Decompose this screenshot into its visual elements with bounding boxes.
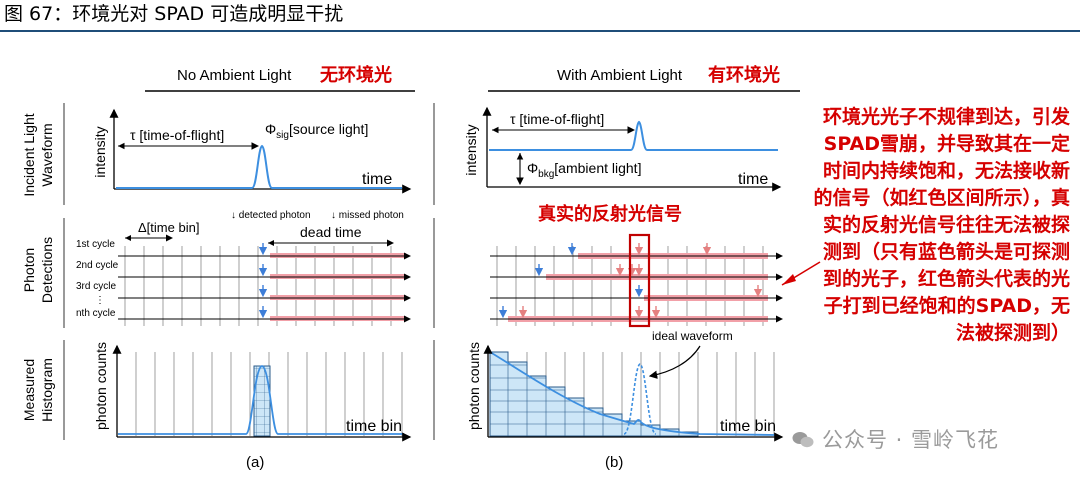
row-label-histogram: Measured Histogram: [21, 358, 55, 422]
ambient-plus-signal-curve: [489, 120, 778, 151]
panel-b-detections: 真实的反射光信号: [490, 203, 821, 328]
wechat-icon: [792, 432, 814, 448]
svg-text:Waveform: Waveform: [39, 123, 55, 186]
time-axis-label-a: time: [362, 171, 392, 188]
photon-counts-axis-label-a: photon counts: [93, 342, 109, 430]
svg-text:Incident Light: Incident Light: [21, 113, 37, 196]
svg-text:Measured: Measured: [21, 359, 37, 421]
title-divider: [0, 30, 1080, 32]
svg-text:Detections: Detections: [39, 237, 55, 303]
panel-a-detections: Δ[time bin] ↓ detected photon ↓ missed p…: [76, 210, 411, 326]
tau-label-b: τ [time-of-flight]: [510, 111, 604, 127]
cycle-label-2: 2nd cycle: [76, 260, 119, 271]
watermark-text: 公众号 · 雪岭飞花: [822, 428, 1000, 452]
annotation-cn: 环境光光子不规律到达，引发SPAD雪崩，并导致其在一定时间内持续饱和，无法接收新…: [813, 106, 1070, 344]
row-label-detections: Photon Detections: [21, 237, 55, 303]
histogram-curve-a: [118, 365, 404, 435]
tau-label-a: τ [time-of-flight]: [130, 127, 224, 143]
real-signal-label-cn: 真实的反射光信号: [538, 203, 682, 224]
cycle-label-1: 1st cycle: [76, 239, 115, 250]
panel-b-histogram: photon counts ideal waveform t: [466, 329, 784, 471]
intensity-axis-label: intensity: [92, 126, 108, 177]
panel-b-header-en: With Ambient Light: [557, 67, 683, 84]
ideal-waveform-curve: [623, 363, 657, 435]
delta-time-bin-label: Δ[time bin]: [138, 220, 199, 235]
cycle-label-3: 3rd cycle: [76, 281, 116, 292]
panel-a-header-en: No Ambient Light: [177, 67, 292, 84]
photon-counts-axis-label-b: photon counts: [466, 342, 482, 430]
time-bin-axis-label-b: time bin: [720, 418, 776, 435]
watermark: 公众号 · 雪岭飞花: [792, 424, 999, 454]
time-axis-label-b: time: [738, 171, 768, 188]
panel-a-histogram: photon counts time bin (a): [93, 342, 412, 471]
panel-a-label: (a): [246, 454, 264, 471]
legend-detected-photon: ↓ detected photon: [231, 210, 311, 221]
panel-b-label: (b): [605, 454, 623, 471]
panel-b-waveform: intensity τ [time-of-flight] Φbkg[ambien…: [463, 106, 782, 192]
phi-bkg-label: Φbkg[ambient light]: [527, 160, 641, 180]
ideal-waveform-label: ideal waveform: [652, 329, 733, 343]
legend-missed-photon: ↓ missed photon: [331, 210, 404, 221]
panel-a-header-cn: 无环境光: [320, 64, 392, 85]
svg-text:Histogram: Histogram: [39, 358, 55, 422]
row-label-waveform: Incident Light Waveform: [21, 113, 55, 196]
real-signal-highlight-box: [628, 233, 651, 328]
cycle-label-n: nth cycle: [76, 308, 116, 319]
phi-sig-label: Φsig[source light]: [265, 121, 368, 141]
histogram-decay-bars: [489, 351, 699, 437]
panel-b-header-cn: 有环境光: [708, 64, 780, 85]
dead-time-label: dead time: [300, 224, 362, 240]
cycle-ellipsis: ⋮: [95, 295, 105, 306]
time-bin-axis-label-a: time bin: [346, 418, 402, 435]
signal-pulse-curve: [116, 144, 402, 189]
svg-text:intensity: intensity: [463, 124, 479, 175]
figure-title: 图 67：环境光对 SPAD 可造成明显干扰: [4, 3, 344, 25]
histogram-decay-curve: [489, 351, 777, 436]
panel-a-waveform: intensity τ [time-of-flight] Φsig[source…: [92, 108, 412, 194]
svg-text:Photon: Photon: [21, 248, 37, 292]
row-separators: [63, 103, 435, 440]
